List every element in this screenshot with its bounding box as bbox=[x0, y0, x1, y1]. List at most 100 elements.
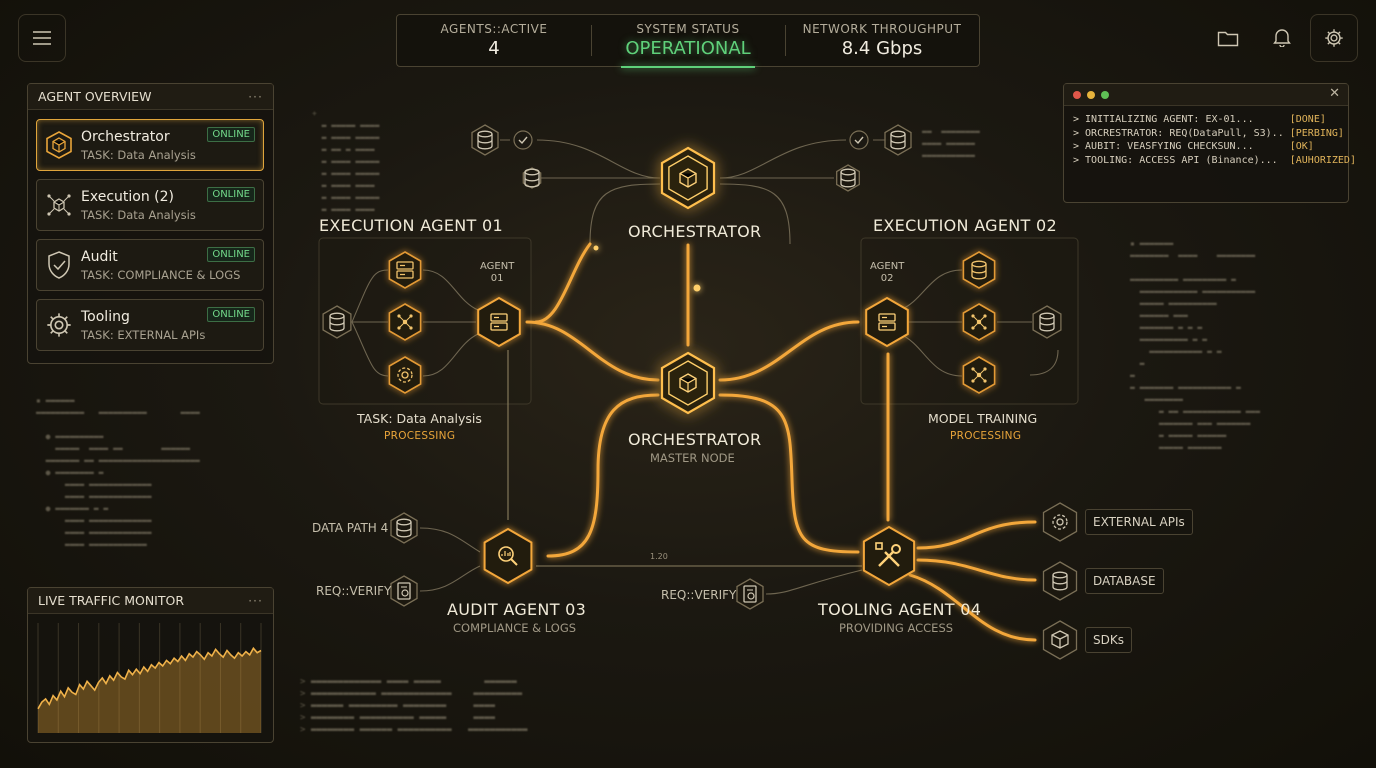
database-node-icon bbox=[1052, 571, 1068, 591]
tooling-agent-node-icon bbox=[875, 542, 901, 567]
stat-value: 8.4 Gbps bbox=[841, 38, 923, 59]
background-log-top-right: ▬▬ ▬▬▬▬▬▬▬▬ ▬▬▬▬ ▬▬▬▬▬▬ ▬▬▬▬▬▬▬▬▬▬▬ bbox=[922, 127, 980, 160]
exec1-input-db[interactable] bbox=[322, 305, 352, 339]
orchestrator-main-node[interactable] bbox=[660, 351, 716, 415]
exec1-subnode-1[interactable] bbox=[388, 251, 422, 289]
hexagon-cube-icon bbox=[46, 131, 72, 159]
exec1-title: EXECUTION AGENT 01 bbox=[319, 216, 503, 235]
status-badge: ONLINE bbox=[207, 307, 255, 322]
link-label: 1.20 bbox=[650, 552, 668, 561]
exec2-subnode-1[interactable] bbox=[962, 251, 996, 289]
exec1-subnode-2[interactable] bbox=[388, 303, 422, 341]
status-badge: ONLINE bbox=[207, 127, 255, 142]
sdks-node[interactable] bbox=[1042, 620, 1078, 660]
exec1-subnode-3[interactable] bbox=[388, 356, 422, 394]
exec2-output-db-icon bbox=[1039, 312, 1055, 332]
audit-verify-node-icon bbox=[397, 582, 411, 600]
minimize-dot[interactable] bbox=[1087, 91, 1095, 99]
exec1-subnode-1-icon bbox=[396, 261, 414, 279]
orchestrator-top-node-icon bbox=[679, 168, 697, 188]
database-box[interactable]: DATABASE bbox=[1085, 568, 1164, 594]
external-apis-node[interactable] bbox=[1042, 502, 1078, 542]
agent-name: Orchestrator bbox=[81, 128, 170, 145]
exec2-subnode-2-icon bbox=[971, 314, 987, 330]
background-log-bottom: > ▬▬▬▬▬▬▬▬▬▬▬▬▬ ▬▬▬▬ ▬▬▬▬▬ ▬▬▬▬▬▬ > ▬▬▬▬… bbox=[300, 677, 528, 735]
data-path-node[interactable] bbox=[390, 512, 418, 544]
terminal-tag: [OK] bbox=[1289, 141, 1314, 152]
agent-name: Tooling bbox=[81, 308, 130, 325]
hamburger-icon bbox=[33, 31, 51, 45]
exec2-subnode-2[interactable] bbox=[962, 303, 996, 341]
orchestrator-main-title: ORCHESTRATOR bbox=[628, 430, 762, 449]
folder-icon bbox=[1217, 31, 1239, 47]
tooling-title: TOOLING AGENT 04 bbox=[818, 600, 982, 619]
agent-name: Audit bbox=[81, 248, 118, 265]
menu-button[interactable] bbox=[18, 14, 66, 62]
panel-menu-button[interactable]: ··· bbox=[248, 593, 263, 608]
exec2-title: EXECUTION AGENT 02 bbox=[873, 216, 1057, 235]
checkpoint-node bbox=[849, 130, 869, 150]
agent-task: TASK: EXTERNAL APIs bbox=[81, 327, 206, 342]
agent-card-execution[interactable]: Execution (2)TASK: Data Analysis ONLINE bbox=[36, 179, 264, 231]
terminal-line: > TOOLING: ACCESS API (Binance)... [AUHO… bbox=[1073, 155, 1356, 169]
close-dot[interactable] bbox=[1073, 91, 1081, 99]
energy-flows bbox=[525, 242, 1037, 642]
agent-task: TASK: COMPLIANCE & LOGS bbox=[81, 267, 241, 282]
stat-label: AGENTS::ACTIVE bbox=[440, 22, 548, 36]
sdks-box[interactable]: SDKs bbox=[1085, 627, 1132, 653]
traffic-chart bbox=[37, 623, 262, 733]
panel-title: LIVE TRAFFIC MONITOR bbox=[38, 593, 185, 608]
exec2-output-db[interactable] bbox=[1032, 305, 1062, 339]
agent-task: TASK: Data Analysis bbox=[81, 147, 196, 162]
exec1-subnode-2-icon bbox=[397, 314, 413, 330]
shield-check-icon bbox=[48, 251, 70, 279]
orchestrator-subtitle: MASTER NODE bbox=[650, 451, 735, 465]
network-throughput-stat: NETWORK THROUGHPUT 8.4 Gbps bbox=[785, 15, 979, 66]
background-log-left: ▪ ▬▬▬▬▬▬ ▬▬▬▬▬▬▬▬▬▬ ▬▬▬▬▬▬▬▬▬▬ ▬▬▬▬ ● ▬▬… bbox=[36, 396, 200, 549]
sdks-node-icon bbox=[1051, 630, 1069, 649]
notifications-button[interactable] bbox=[1264, 19, 1300, 55]
tooling-verify-node[interactable] bbox=[736, 578, 764, 610]
tooling-subtitle: PROVIDING ACCESS bbox=[839, 621, 954, 635]
folder-button[interactable] bbox=[1210, 20, 1246, 56]
close-icon[interactable]: ✕ bbox=[1329, 86, 1340, 101]
top-right-small-db-icon bbox=[840, 168, 856, 188]
terminal-tag: [DONE] bbox=[1289, 114, 1326, 125]
orchestrator-top-node[interactable] bbox=[660, 146, 716, 210]
panel-title: AGENT OVERVIEW bbox=[38, 89, 152, 104]
data-path-label: DATA PATH 4 bbox=[312, 521, 389, 535]
exec1-subnode-3-icon bbox=[397, 367, 413, 383]
orchestrator-main-node-icon bbox=[679, 373, 697, 393]
exec1-node-label: AGENT 01 bbox=[480, 261, 515, 284]
top-right-db[interactable] bbox=[884, 124, 912, 156]
database-node[interactable] bbox=[1042, 561, 1078, 601]
terminal-line: > ORCRESTRATOR: REQ(DataPull, S3).. [PER… bbox=[1073, 128, 1348, 142]
exec2-agent-node[interactable] bbox=[865, 296, 909, 348]
audit-agent-node[interactable] bbox=[483, 527, 533, 585]
external-apis-node-icon bbox=[1052, 514, 1068, 530]
exec2-task: MODEL TRAINING bbox=[928, 411, 1038, 426]
stat-value: OPERATIONAL bbox=[625, 38, 751, 59]
data-path-node-icon bbox=[396, 518, 412, 538]
audit-title: AUDIT AGENT 03 bbox=[447, 600, 587, 619]
exec2-state: PROCESSING bbox=[950, 430, 1022, 442]
external-apis-box[interactable]: EXTERNAL APIs bbox=[1085, 509, 1193, 535]
data-connectors bbox=[351, 139, 1059, 595]
top-left-small-db[interactable] bbox=[522, 167, 542, 189]
panel-menu-button[interactable]: ··· bbox=[248, 89, 263, 104]
orchestrator-top-title: ORCHESTRATOR bbox=[628, 222, 762, 241]
audit-verify-node[interactable] bbox=[390, 575, 418, 607]
gear-icon bbox=[1325, 29, 1343, 47]
maximize-dot[interactable] bbox=[1101, 91, 1109, 99]
live-traffic-panel: LIVE TRAFFIC MONITOR ··· bbox=[27, 587, 274, 743]
exec2-subnode-3[interactable] bbox=[962, 356, 996, 394]
exec1-agent-node[interactable] bbox=[477, 296, 521, 348]
top-right-small-db[interactable] bbox=[836, 164, 860, 192]
top-left-db[interactable] bbox=[471, 124, 499, 156]
exec2-subnode-1-icon bbox=[971, 260, 987, 280]
tooling-agent-node[interactable] bbox=[862, 525, 916, 587]
settings-button[interactable] bbox=[1310, 14, 1358, 62]
